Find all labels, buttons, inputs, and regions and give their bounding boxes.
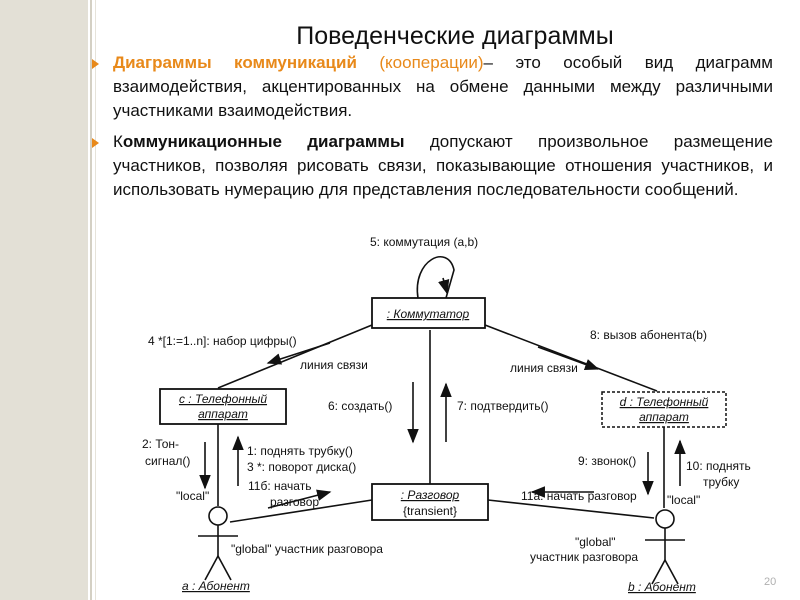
- arrow-m8: [537, 346, 600, 370]
- message-m10-line2: трубку: [703, 475, 739, 489]
- role-global-right-line2: участник разговора: [530, 550, 638, 564]
- actor-b-figure: [645, 509, 685, 585]
- arrow-m5: [438, 277, 450, 295]
- slide-number: 20: [764, 576, 777, 588]
- object-conversation-line1: : Разговор: [401, 488, 460, 502]
- links: [217, 256, 665, 523]
- object-commutator-label: : Коммутатор: [387, 307, 470, 321]
- message-m1: 1: поднять трубку(): [247, 444, 353, 458]
- message-m2-line1: 2: Тон-: [142, 437, 179, 451]
- object-conversation-line2: {transient}: [403, 504, 457, 518]
- role-local-right: "local": [667, 493, 700, 507]
- bullet-arrow-icon: [92, 59, 99, 69]
- message-arrows: [199, 277, 686, 509]
- message-m11a: 11а: начать разговор: [521, 489, 637, 503]
- message-m4: 4 *[1:=1..n]: набор цифры(): [148, 334, 297, 348]
- object-phone-c-line1: c : Телефонный: [179, 392, 267, 406]
- side-decoration: [0, 0, 88, 600]
- paragraph1-line3: различными участниками взаимодействия.: [113, 77, 773, 120]
- paragraph2-first-letter: К: [113, 132, 123, 151]
- term-cooperation: (кооперации): [379, 53, 484, 72]
- link-conversation-actor-b: [487, 499, 655, 519]
- link-labels: линия связи линия связи "local" "global"…: [176, 358, 700, 564]
- message-labels: 5: коммутация (a,b) 4 *[1:=1..n]: набор …: [142, 235, 751, 509]
- term-communication-diagrams-2: оммуникационные диаграммы: [122, 132, 405, 151]
- actor-b-label: b : Абонент: [628, 580, 696, 594]
- message-m10-line1: 10: поднять: [686, 459, 751, 473]
- link-label-right: линия связи: [510, 361, 578, 375]
- arrow-m11b: [267, 489, 332, 509]
- paragraph2-line4: последовательности сообщений.: [476, 180, 739, 199]
- bullet-arrow-icon: [92, 138, 99, 148]
- link-actor-a-conversation: [229, 499, 373, 523]
- object-phone-d: d : Телефонный аппарат: [601, 391, 727, 428]
- message-m3: 3 *: поворот диска(): [247, 460, 356, 474]
- message-m11b-line1: 11б: начать: [248, 479, 311, 493]
- self-link-loop: [416, 256, 455, 299]
- role-global-right-line1: "global": [575, 535, 616, 549]
- object-conversation: : Разговор {transient}: [371, 483, 489, 521]
- object-phone-c: c : Телефонный аппарат: [159, 388, 287, 425]
- paragraph2-line2: размещение участников, позволяя рисовать…: [113, 132, 773, 175]
- role-global-left: "global" участник разговора: [231, 542, 383, 556]
- link-commutator-phone-d: [484, 324, 658, 392]
- side-divider-thin: [95, 0, 96, 600]
- actor-a-figure: [198, 506, 238, 581]
- arrow-m4: [266, 342, 331, 365]
- object-phone-d-line1: d : Телефонный: [620, 395, 709, 409]
- message-m7: 7: подтвердить(): [457, 399, 549, 413]
- message-m9: 9: звонок(): [578, 454, 636, 468]
- link-commutator-phone-c: [217, 324, 373, 389]
- paragraph1-line1-rest: – это особый вид диаграмм: [483, 53, 773, 72]
- message-m11b-line2: разговор: [270, 495, 319, 509]
- actor-a-label: a : Абонент: [182, 579, 250, 593]
- object-commutator: : Коммутатор: [371, 297, 486, 329]
- message-m6: 6: создать(): [328, 399, 392, 413]
- message-m8: 8: вызов абонента(b): [590, 328, 707, 342]
- paragraph-communication-diagrams: Диаграммы коммуникаций (кооперации)– это…: [113, 51, 773, 123]
- paragraph2-line3: отношения участников, и использовать нум…: [113, 156, 773, 199]
- object-phone-c-line2: аппарат: [198, 407, 248, 421]
- paragraph1-line2: взаимодействия, акцентированных на обмен…: [113, 77, 661, 96]
- side-divider: [90, 0, 92, 600]
- paragraph2-line1-rest: допускают произвольное: [429, 132, 649, 151]
- object-phone-d-line2: аппарат: [639, 410, 689, 424]
- link-label-left: линия связи: [300, 358, 368, 372]
- role-local-left: "local": [176, 489, 209, 503]
- paragraph-communication-rules: Коммуникационные диаграммы допускают про…: [113, 130, 773, 202]
- message-m2-line2: сигнал(): [145, 454, 190, 468]
- term-communication-diagrams: Диаграммы коммуникаций: [113, 53, 357, 72]
- slide-title: Поведенческие диаграммы: [296, 22, 614, 50]
- message-m5: 5: коммутация (a,b): [370, 235, 478, 249]
